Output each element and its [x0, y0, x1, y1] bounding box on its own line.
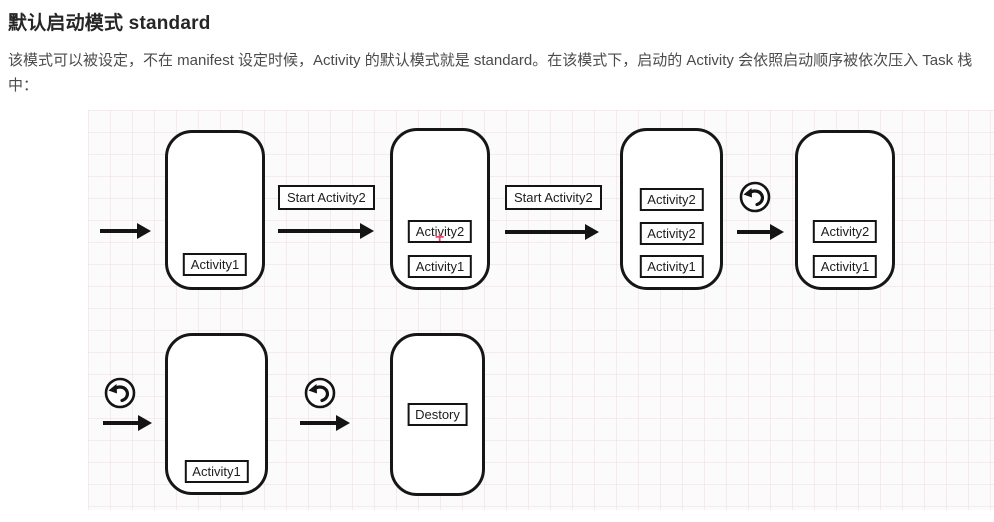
page-title: 默认启动模式 standard [8, 13, 211, 34]
activity-box: Activity1 [407, 255, 473, 278]
right-arrow [278, 229, 361, 233]
start-activity2-label: Start Activity2 [505, 185, 602, 210]
task-phone-2: Activity2 Activity1 [390, 128, 490, 290]
red-plus-cursor: + [435, 229, 445, 246]
activity-box: Activity1 [184, 460, 249, 483]
task-phone-6: Destory [390, 333, 485, 496]
right-arrow [103, 421, 139, 425]
activity-box: Activity2 [639, 188, 704, 211]
activity-box: Activity1 [812, 255, 878, 278]
activity-box: Activity2 [407, 220, 473, 243]
activity-box: Activity1 [639, 255, 704, 278]
activity-box: Activity1 [182, 253, 248, 276]
back-icon [738, 180, 772, 214]
start-activity2-label: Start Activity2 [278, 185, 375, 210]
task-phone-4: Activity2 Activity1 [795, 130, 895, 290]
back-icon [103, 376, 137, 410]
back-icon [303, 376, 337, 410]
task-phone-3: Activity2 Activity2 Activity1 [620, 128, 723, 290]
intro-paragraph: 该模式可以被设定，不在 manifest 设定时候，Activity 的默认模式… [8, 52, 973, 94]
activity-box: Activity2 [812, 220, 878, 243]
activity-box: Activity2 [639, 222, 704, 245]
right-arrow [100, 229, 138, 233]
task-phone-1: Activity1 [165, 130, 265, 290]
standard-launch-mode-diagram: Activity1 Start Activity2 Activity2 Acti… [88, 110, 994, 510]
right-arrow [505, 230, 586, 234]
right-arrow [737, 230, 771, 234]
task-phone-5: Activity1 [165, 333, 268, 495]
destroy-box: Destory [407, 403, 468, 426]
right-arrow [300, 421, 337, 425]
